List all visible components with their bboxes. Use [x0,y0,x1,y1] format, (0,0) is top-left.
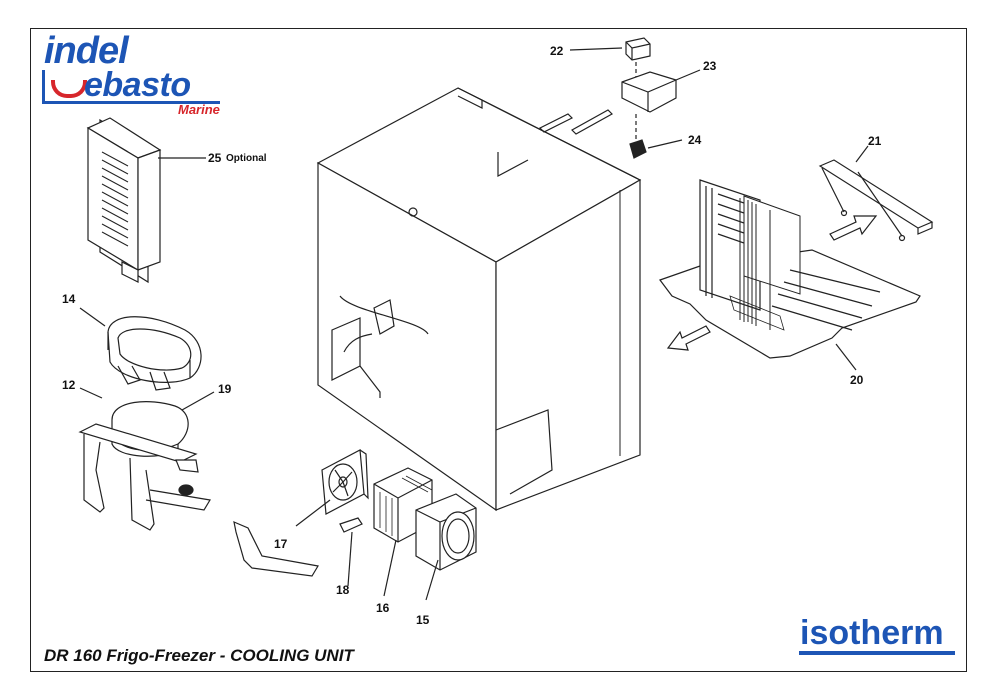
callout-16: 16 [376,601,390,615]
webasto-logo-frame [42,70,220,104]
callout-21: 21 [868,134,882,148]
webasto-logo-text: ebasto [84,66,191,104]
callout-17: 17 [274,537,288,551]
callout-23: 23 [703,59,717,73]
drawing-frame [30,28,967,672]
isotherm-logo-text: isotherm [800,614,944,652]
indel-logo-text: indel [44,30,129,72]
callout-24: 24 [688,133,702,147]
part-15-duct [415,493,477,601]
airflow-arrow-left [666,325,711,351]
callout-20: 20 [850,373,864,387]
part-25-grille [86,117,206,284]
cabinet-body [316,87,642,512]
part-22-23-24-thermostat [569,37,701,159]
callout-19: 19 [218,382,232,396]
callout-25-note: Optional [226,153,267,164]
part-12-19-compressor [78,387,215,531]
callout-14: 14 [62,292,76,306]
marine-logo-text: Marine [178,102,220,117]
part-14-shroud [79,307,202,391]
drawing-title: DR 160 Frigo-Freezer - COOLING UNIT [44,646,354,665]
callout-15: 15 [416,613,430,627]
callout-25: 25 [208,151,222,165]
airflow-arrow-right [829,215,878,241]
isotherm-logo-underline [799,651,955,655]
part-17-fan [233,449,369,577]
callout-12: 12 [62,378,76,392]
callout-18: 18 [336,583,350,597]
webasto-logo-arc [51,80,87,98]
part-21-bracket [818,145,934,242]
webasto-logo: W ebasto [42,66,220,104]
callout-22: 22 [550,44,564,58]
part-20-evaporator [659,179,921,371]
